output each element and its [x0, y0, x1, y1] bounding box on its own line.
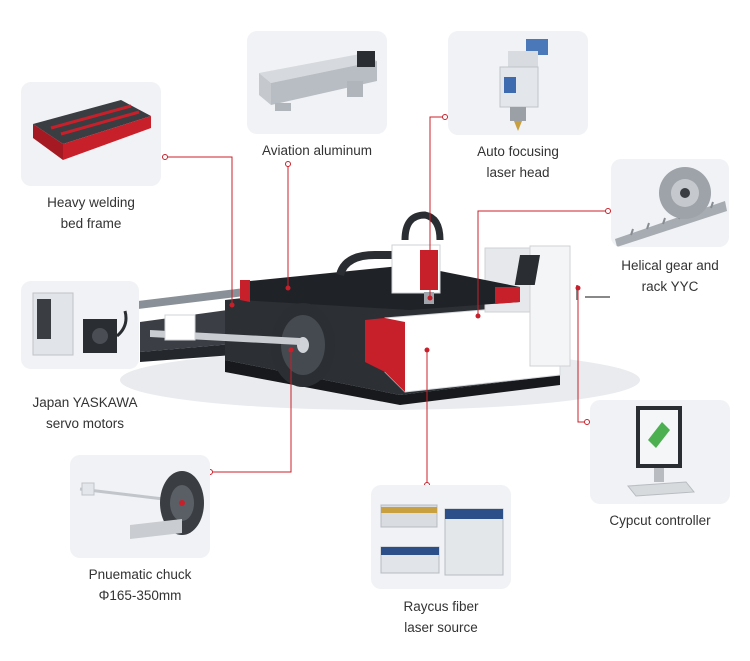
- raycus-laser-label: Raycus fiber laser source: [403, 599, 479, 635]
- laser-source-image: [380, 504, 504, 576]
- pneumatic-chuck-card: [70, 455, 210, 558]
- cypcut-controller-card: [590, 400, 730, 504]
- welding-bed-label: Heavy welding bed frame: [47, 195, 135, 231]
- gear-rack-image: [615, 167, 727, 247]
- chuck-image: [79, 471, 204, 539]
- pneumatic-chuck-label: Pnuematic chuck Φ165-350mm: [88, 567, 192, 603]
- helical-gear-label: Helical gear and rack YYC: [621, 258, 719, 294]
- auto-focusing-head-label: Auto focusing laser head: [477, 144, 559, 180]
- servo-motors-label: Japan YASKAWA servo motors: [32, 395, 138, 431]
- controller-image: [627, 406, 695, 497]
- aviation-aluminum-card: [247, 31, 387, 134]
- cypcut-controller-label: Cypcut controller: [609, 513, 711, 528]
- aviation-aluminum-label: Aviation aluminum: [261, 143, 373, 158]
- laser-head-image: [499, 39, 548, 131]
- servo-motors-card: [21, 281, 139, 369]
- auto-focusing-head-card: [448, 31, 588, 135]
- bed-frame-image: [33, 100, 151, 160]
- servo-motor-image: [32, 292, 128, 356]
- helical-gear-card: [611, 159, 729, 247]
- aluminum-beam-image: [259, 51, 377, 111]
- welding-bed-card: [21, 82, 161, 186]
- raycus-laser-card: [371, 485, 511, 589]
